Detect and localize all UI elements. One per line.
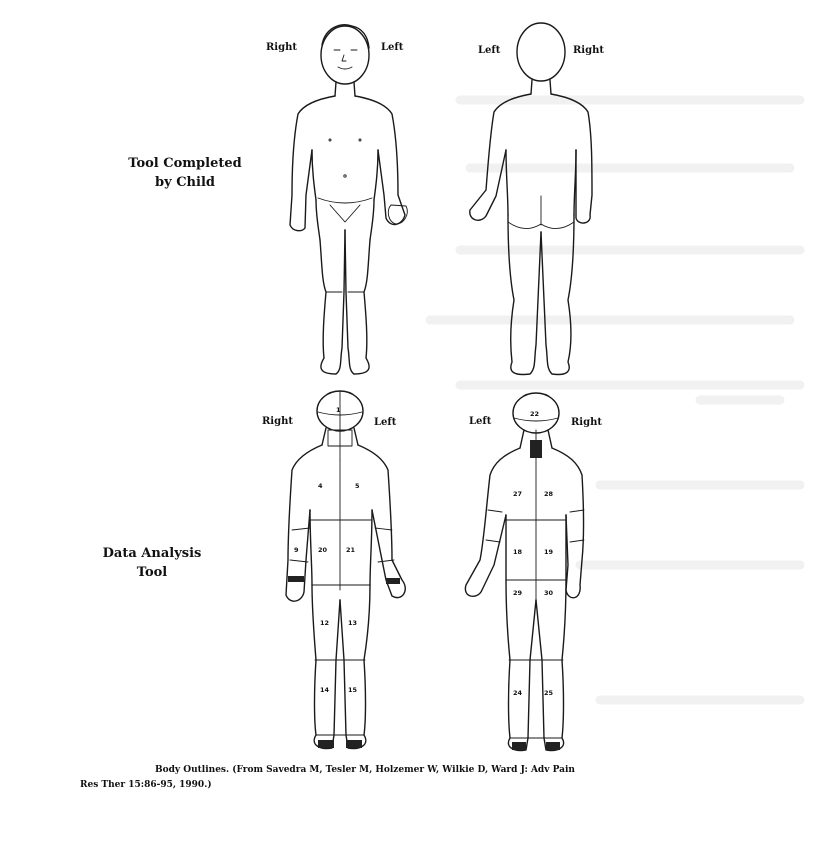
back-region-27: 27 xyxy=(513,490,522,498)
top-back-right-label: Right xyxy=(573,45,604,56)
bottom-front-left-label: Left xyxy=(374,417,396,428)
front-region-21: 21 xyxy=(346,546,356,554)
front-body-outline-data-tool: 1 4 5 9 20 21 12 13 14 15 xyxy=(286,391,405,748)
front-region-4: 4 xyxy=(318,482,323,490)
front-region-13: 13 xyxy=(348,619,357,627)
front-region-20: 20 xyxy=(318,546,328,554)
row1-label-line1: Tool Completed xyxy=(128,156,241,171)
data-analysis-tool-label: Data Analysis Tool xyxy=(82,544,222,582)
top-front-left-label: Left xyxy=(381,42,403,53)
front-region-15: 15 xyxy=(348,686,358,694)
front-region-12: 12 xyxy=(320,619,329,627)
caption-line-1: Body Outlines. (From Savedra M, Tesler M… xyxy=(80,763,800,778)
top-front-right-label: Right xyxy=(266,42,297,53)
top-back-left-label: Left xyxy=(478,45,500,56)
front-region-1: 1 xyxy=(336,406,341,414)
back-region-30: 30 xyxy=(544,589,554,597)
bottom-back-right-label: Right xyxy=(571,417,602,428)
back-region-24: 24 xyxy=(513,689,523,697)
bottom-front-right-label: Right xyxy=(262,416,293,427)
row1-label-line2: by Child xyxy=(155,175,215,190)
back-region-25: 25 xyxy=(544,689,554,697)
back-region-18: 18 xyxy=(513,548,523,556)
bottom-back-left-label: Left xyxy=(469,416,491,427)
back-region-22: 22 xyxy=(530,410,539,418)
back-body-outline-top xyxy=(470,23,592,375)
front-region-9: 9 xyxy=(294,546,299,554)
back-region-28: 28 xyxy=(544,490,554,498)
row2-label-line1: Data Analysis xyxy=(103,546,202,561)
front-body-outline-top xyxy=(290,25,407,374)
back-region-29: 29 xyxy=(513,589,523,597)
back-region-19: 19 xyxy=(544,548,554,556)
back-body-outline-data-tool: 22 27 28 18 19 29 30 24 25 xyxy=(465,393,584,751)
front-region-5: 5 xyxy=(355,482,360,490)
row2-label-line2: Tool xyxy=(137,565,167,580)
caption-line-2: Res Ther 15:86-95, 1990.) xyxy=(80,778,800,793)
tool-completed-by-child-label: Tool Completed by Child xyxy=(115,154,255,192)
figure-caption: Body Outlines. (From Savedra M, Tesler M… xyxy=(80,763,800,793)
front-region-14: 14 xyxy=(320,686,330,694)
